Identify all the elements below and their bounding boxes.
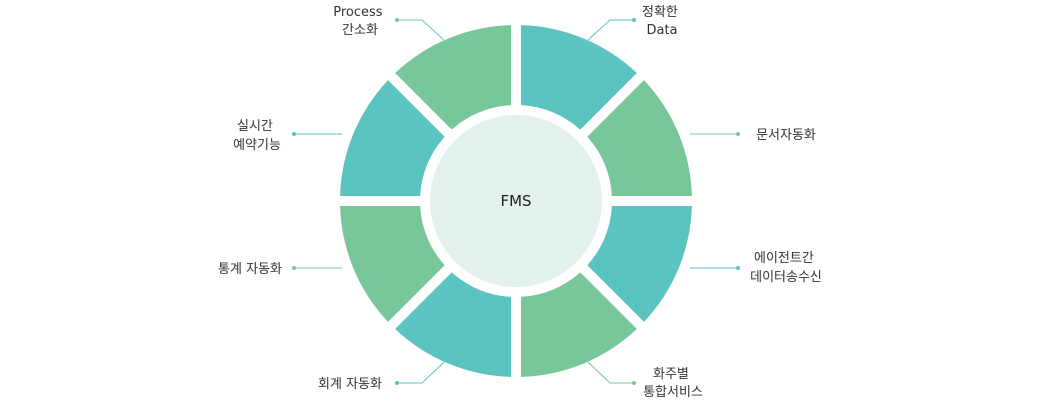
label-line: 회계 자동화 [318,377,382,392]
leader-dot-data-accuracy [632,18,636,22]
leader-dot-document-automation [736,132,740,136]
segment-data-accuracy [521,25,637,130]
label-data-accuracy: 정확한 Data [642,5,682,38]
leader-line-shipper-integrated-service [587,361,634,384]
label-line: 통계 자동화 [218,262,282,277]
label-line: 문서자동화 [756,128,816,143]
label-document-automation: 문서자동화 [756,128,816,143]
label-line: Data [646,23,677,38]
leader-line-process-simplification [397,19,445,41]
segment-agent-data-transfer [587,206,692,322]
label-process-simplification: Process 간소화 [333,5,386,38]
segment-labels: 정확한 Data 문서자동화 에이전트간 데이터송수신 화주별 통합서비스 회계… [218,5,822,400]
label-line: Process [333,5,383,20]
center-label: FMS [500,192,531,210]
segment-realtime-booking [340,80,445,196]
label-realtime-booking: 실시간 예약기능 [233,119,281,153]
label-line: 실시간 [237,119,273,134]
leader-dot-statistics-automation [292,266,296,270]
segment-document-automation [587,80,692,196]
label-line: 화주별 [653,367,689,382]
leader-line-data-accuracy [587,19,634,41]
center-circle [430,115,602,287]
segment-statistics-automation [340,206,445,322]
label-statistics-automation: 통계 자동화 [218,262,282,277]
label-line: 정확한 [642,5,678,20]
label-agent-data-transfer: 에이전트간 데이터송수신 [750,251,822,285]
label-shipper-integrated-service: 화주별 통합서비스 [643,367,703,400]
leader-dot-shipper-integrated-service [632,381,636,385]
label-line: 통합서비스 [643,385,703,400]
leader-dot-process-simplification [395,18,399,22]
label-line: 예약기능 [233,138,281,153]
label-line: 에이전트간 [754,251,814,266]
label-accounting-automation: 회계 자동화 [318,377,382,392]
leader-dot-accounting-automation [395,381,399,385]
segment-process-simplification [395,25,511,130]
segment-shipper-integrated-service [521,272,637,377]
leader-dot-realtime-booking [292,132,296,136]
label-line: 데이터송수신 [750,270,822,285]
ring-segments [340,25,692,377]
leader-lines [292,18,740,385]
label-line: 간소화 [342,23,378,38]
leader-line-accounting-automation [397,361,445,384]
leader-dot-agent-data-transfer [736,266,740,270]
segment-accounting-automation [395,272,511,377]
